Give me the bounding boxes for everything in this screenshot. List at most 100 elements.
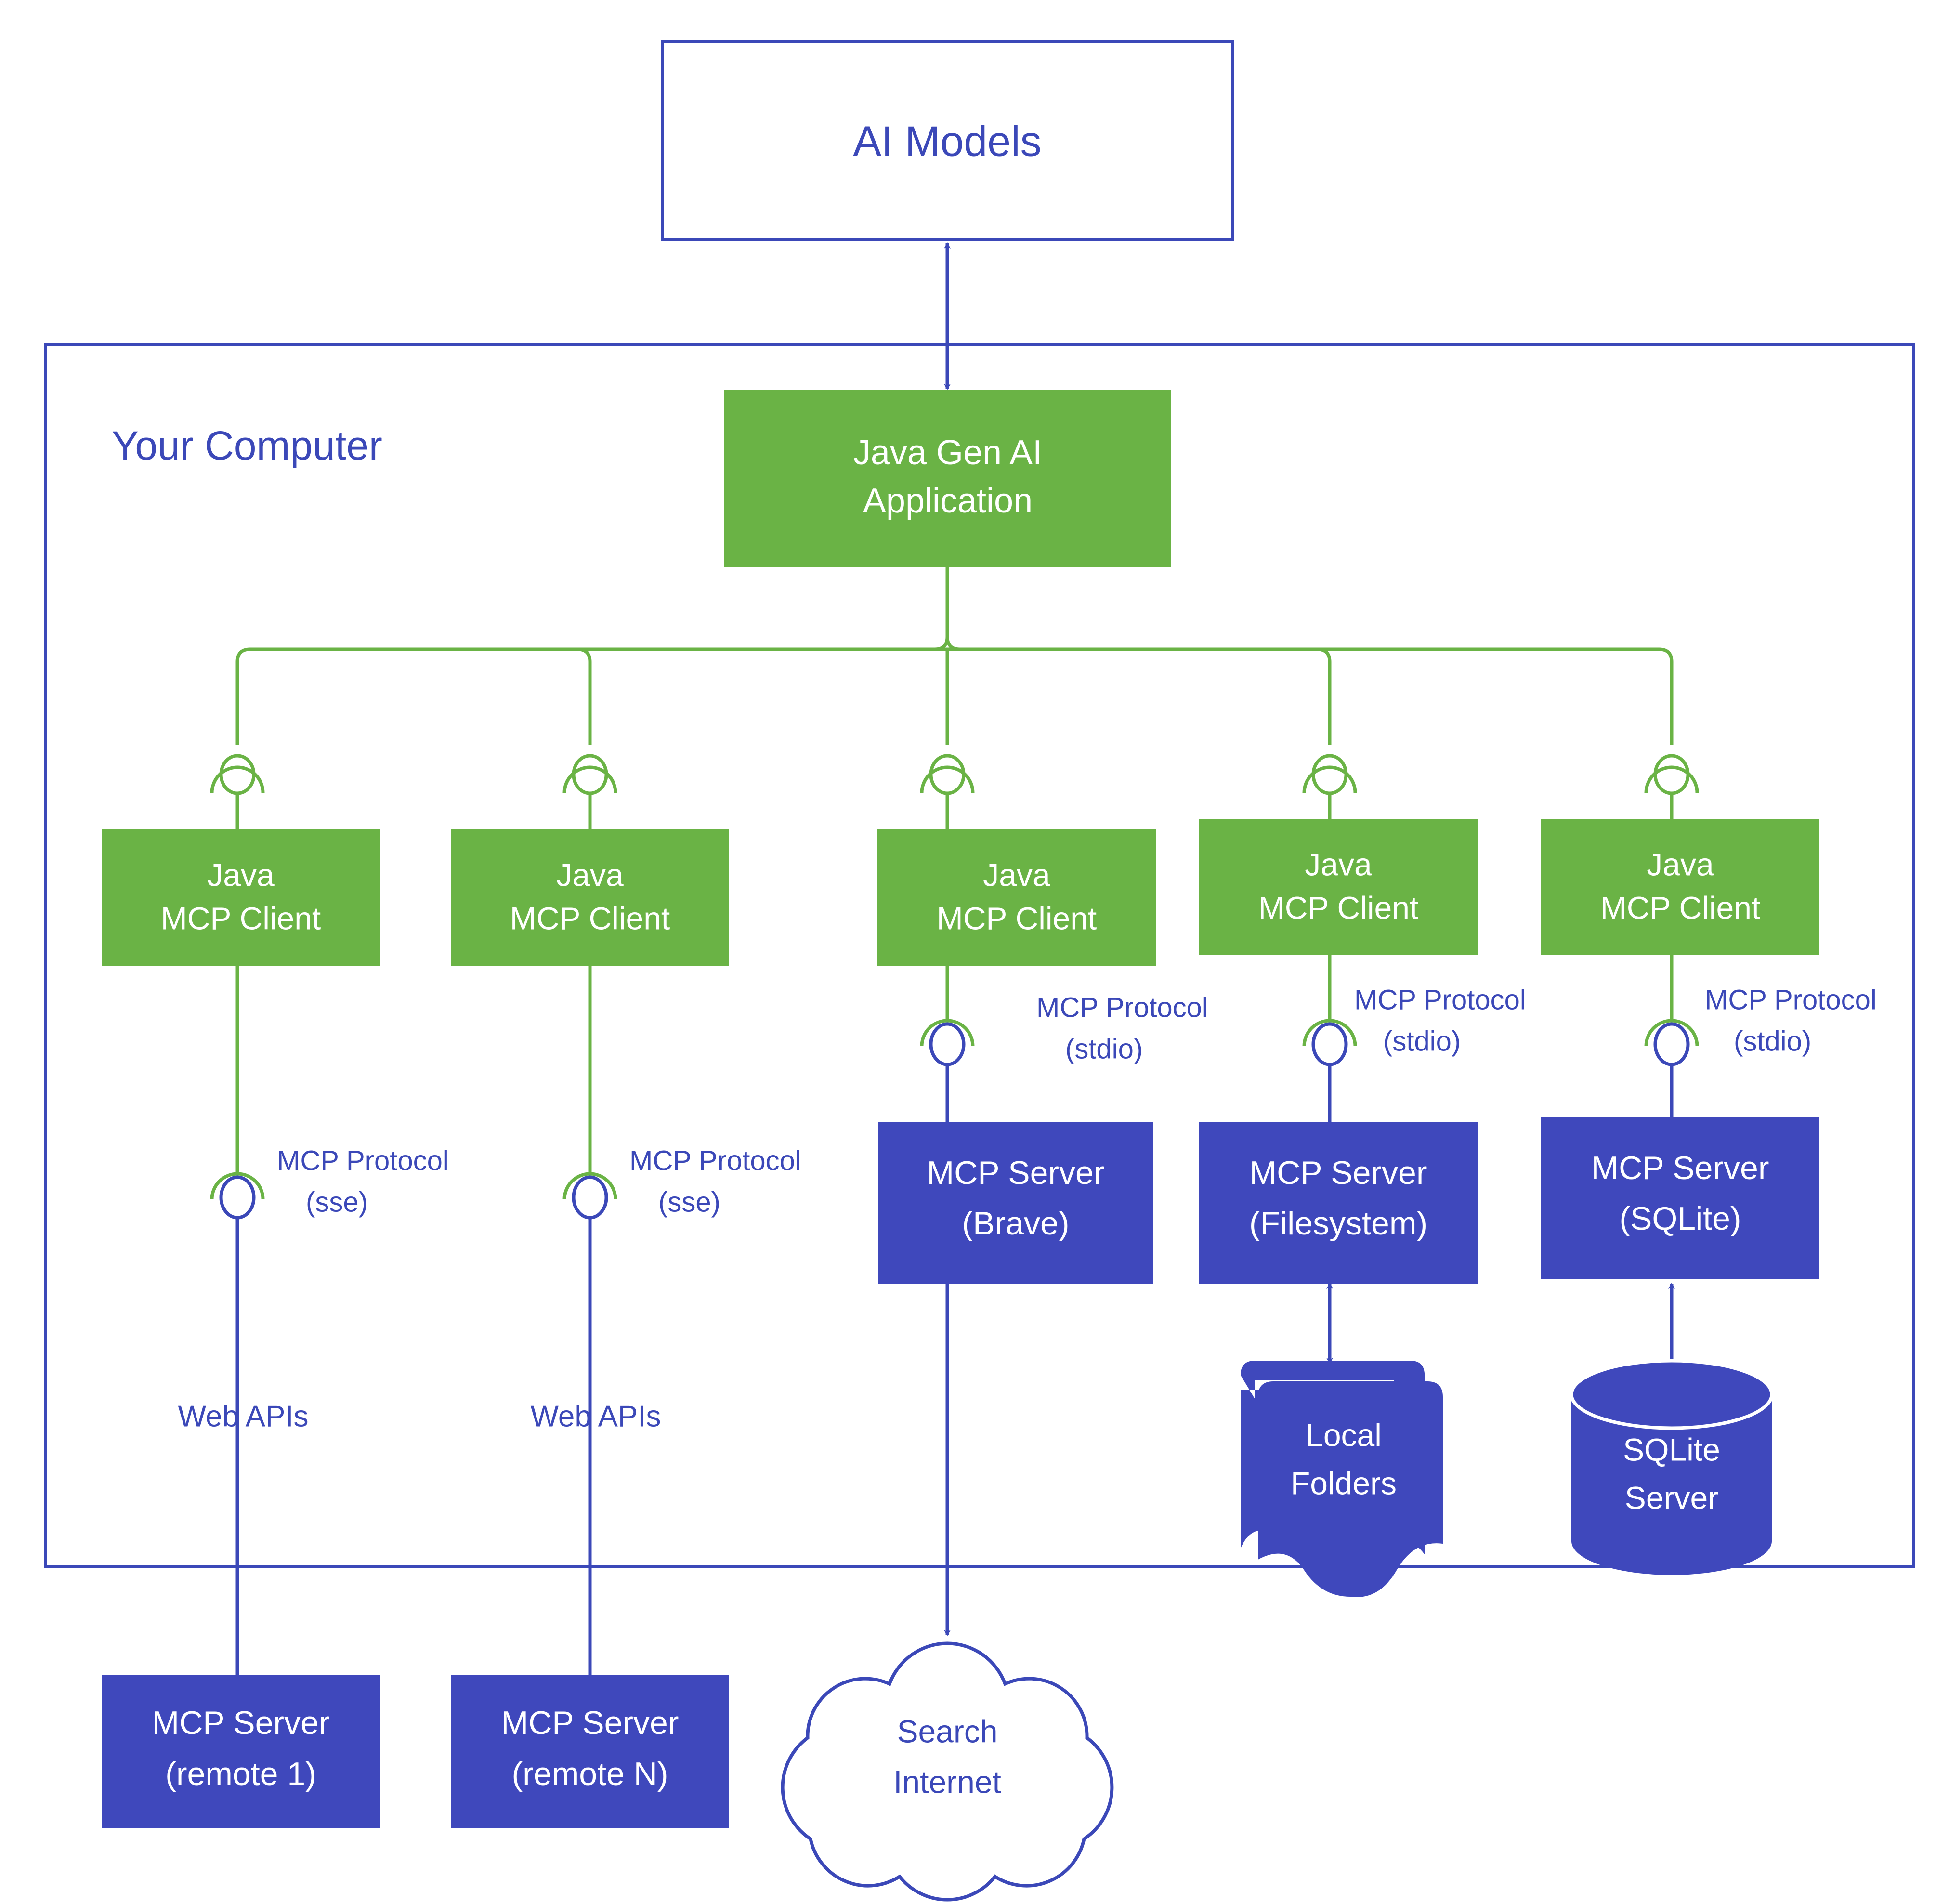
- lollipop-mcp-sse-1: [210, 1172, 265, 1220]
- socket-client-2: [562, 754, 617, 795]
- ball-icon: [1311, 1022, 1348, 1066]
- client-5-label-line1: Java: [1647, 846, 1714, 882]
- socket-arc-icon: [562, 765, 617, 793]
- client-2-label-line1: Java: [556, 857, 624, 893]
- protocol-stdio-3-line1: MCP Protocol: [1705, 984, 1877, 1015]
- ball-icon: [929, 754, 966, 795]
- protocol-label-sse-1: MCP Protocol (sse): [277, 1145, 449, 1218]
- client-1-fill: [102, 829, 380, 966]
- ball-icon: [1311, 754, 1348, 795]
- protocol-label-stdio-2: MCP Protocol (stdio): [1354, 984, 1526, 1057]
- protocol-label-stdio-1: MCP Protocol (stdio): [1036, 992, 1208, 1064]
- lollipop-mcp-stdio-2: [1302, 1019, 1357, 1066]
- application-box-fill: [724, 390, 1171, 567]
- java-mcp-client-2-box[interactable]: Java MCP Client: [451, 829, 729, 966]
- ball-icon: [1653, 1022, 1690, 1066]
- search-internet-label-line2: Internet: [893, 1764, 1001, 1799]
- remote-1-label-line2: (remote 1): [165, 1756, 316, 1792]
- brave-fill: [878, 1122, 1153, 1284]
- bus-branch-5: [947, 647, 1674, 745]
- remote-1-label-line1: MCP Server: [152, 1705, 329, 1741]
- remote-n-label-line2: (remote N): [512, 1756, 668, 1792]
- java-mcp-client-4-box[interactable]: Java MCP Client: [1199, 819, 1478, 955]
- remote-n-label-line1: MCP Server: [501, 1705, 679, 1741]
- cylinder-top-icon: [1570, 1359, 1774, 1430]
- bus-branch-4: [947, 647, 1332, 745]
- socket-client-3: [920, 754, 975, 795]
- local-folders-label-line1: Local: [1306, 1417, 1382, 1453]
- protocol-stdio-2-line2: (stdio): [1383, 1025, 1461, 1057]
- remote-n-fill: [451, 1675, 729, 1828]
- connector-application-bus: [235, 567, 1674, 745]
- web-apis-label-2: Web APIs: [530, 1400, 661, 1433]
- client-2-fill: [451, 829, 729, 966]
- protocol-sse-2-line2: (sse): [658, 1186, 720, 1218]
- socket-client-5: [1644, 754, 1699, 795]
- client-4-label-line2: MCP Client: [1258, 890, 1419, 925]
- socket-arc-icon: [1302, 1019, 1357, 1047]
- protocol-label-stdio-3: MCP Protocol (stdio): [1705, 984, 1877, 1057]
- ai-models-box[interactable]: AI Models: [661, 40, 1234, 241]
- web-apis-label-1: Web APIs: [178, 1400, 308, 1433]
- client-3-label-line1: Java: [983, 857, 1050, 893]
- protocol-stdio-1-line2: (stdio): [1065, 1033, 1143, 1064]
- mcp-server-filesystem-box[interactable]: MCP Server (Filesystem): [1199, 1122, 1478, 1284]
- sqlite-db-label-line2: Server: [1625, 1480, 1718, 1515]
- client-2-label-line2: MCP Client: [510, 900, 670, 936]
- mcp-server-remote-n-box[interactable]: MCP Server (remote N): [451, 1675, 729, 1828]
- brave-label-line1: MCP Server: [927, 1155, 1104, 1191]
- search-internet-node[interactable]: Search Internet: [781, 1641, 1114, 1902]
- sqlite-label-line1: MCP Server: [1591, 1150, 1769, 1186]
- cylinder-body-icon: [1571, 1394, 1772, 1575]
- client-1-label-line2: MCP Client: [161, 900, 321, 936]
- protocol-label-sse-2: MCP Protocol (sse): [629, 1145, 801, 1218]
- java-mcp-client-3-box[interactable]: Java MCP Client: [877, 829, 1156, 966]
- protocol-stdio-1-line1: MCP Protocol: [1036, 992, 1208, 1023]
- folder-front-icon: [1258, 1381, 1443, 1597]
- java-gen-ai-application-box[interactable]: Java Gen AI Application: [724, 390, 1171, 567]
- sqlite-server-fill: [1541, 1117, 1819, 1279]
- lollipop-mcp-sse-2: [562, 1172, 617, 1220]
- sqlite-label-line2: (SQLite): [1619, 1200, 1741, 1237]
- socket-arc-icon: [1302, 765, 1357, 793]
- bus-branch-1: [235, 567, 949, 745]
- client-1-label-line1: Java: [207, 857, 275, 893]
- ball-icon: [572, 754, 608, 795]
- ball-icon: [1653, 754, 1690, 795]
- your-computer-frame: [44, 343, 1915, 1568]
- ai-models-label: AI Models: [853, 117, 1041, 165]
- sqlite-database-node[interactable]: SQLite Server: [1570, 1359, 1774, 1575]
- filesystem-label-line1: MCP Server: [1249, 1155, 1427, 1191]
- bus-segment-left: [577, 636, 960, 651]
- client-4-fill: [1199, 819, 1478, 955]
- mcp-server-remote-1-box[interactable]: MCP Server (remote 1): [102, 1675, 380, 1828]
- local-folders-node[interactable]: Local Folders: [1241, 1361, 1443, 1597]
- client-5-fill: [1541, 819, 1819, 955]
- local-folders-label-line2: Folders: [1291, 1465, 1397, 1501]
- client-4-label-line1: Java: [1305, 846, 1372, 882]
- java-mcp-client-1-box[interactable]: Java MCP Client: [102, 829, 380, 966]
- ball-icon: [219, 754, 256, 795]
- brave-label-line2: (Brave): [962, 1205, 1070, 1242]
- ball-icon: [219, 1175, 256, 1220]
- socket-arc-icon: [210, 765, 265, 793]
- client-3-fill: [877, 829, 1156, 966]
- client-5-label-line2: MCP Client: [1600, 890, 1761, 925]
- filesystem-fill: [1199, 1122, 1478, 1284]
- java-mcp-client-5-box[interactable]: Java MCP Client: [1541, 819, 1819, 955]
- ball-icon: [929, 1022, 966, 1066]
- mcp-server-sqlite-box[interactable]: MCP Server (SQLite): [1541, 1117, 1819, 1279]
- sqlite-db-label-line1: SQLite: [1623, 1431, 1720, 1467]
- search-internet-label-line1: Search: [897, 1713, 997, 1749]
- protocol-sse-1-line1: MCP Protocol: [277, 1145, 449, 1176]
- protocol-stdio-2-line1: MCP Protocol: [1354, 984, 1526, 1015]
- socket-arc-icon: [1644, 765, 1699, 793]
- application-label-line2: Application: [863, 482, 1033, 520]
- application-label-line1: Java Gen AI: [853, 433, 1042, 472]
- ai-models-box-frame: [661, 40, 1234, 241]
- bus-branch-2: [577, 647, 592, 745]
- mcp-server-brave-box[interactable]: MCP Server (Brave): [878, 1122, 1153, 1284]
- remote-1-fill: [102, 1675, 380, 1828]
